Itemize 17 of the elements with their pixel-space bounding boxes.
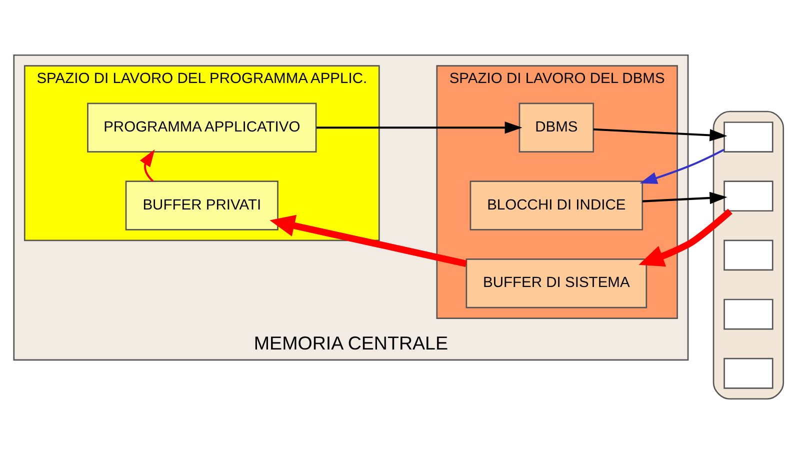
arrow — [642, 191, 728, 204]
cluster — [712, 110, 784, 400]
node-box: PROGRAMMA APPLICATIVO — [87, 102, 317, 152]
arrow — [593, 128, 728, 141]
arrow — [638, 208, 732, 266]
node-box: DBMS — [518, 102, 594, 152]
node-box: BUFFER PRIVATI — [125, 180, 278, 230]
node-box — [724, 239, 774, 270]
arrow — [316, 121, 522, 134]
arrow — [140, 148, 155, 182]
arrow — [640, 148, 724, 184]
node-box — [724, 357, 774, 388]
node-box: BLOCCHI DI INDICE — [470, 180, 644, 230]
node-box — [724, 121, 774, 152]
node-box — [724, 180, 774, 212]
node-box — [724, 298, 774, 330]
node-box: BUFFER DI SISTEMA — [466, 258, 648, 308]
